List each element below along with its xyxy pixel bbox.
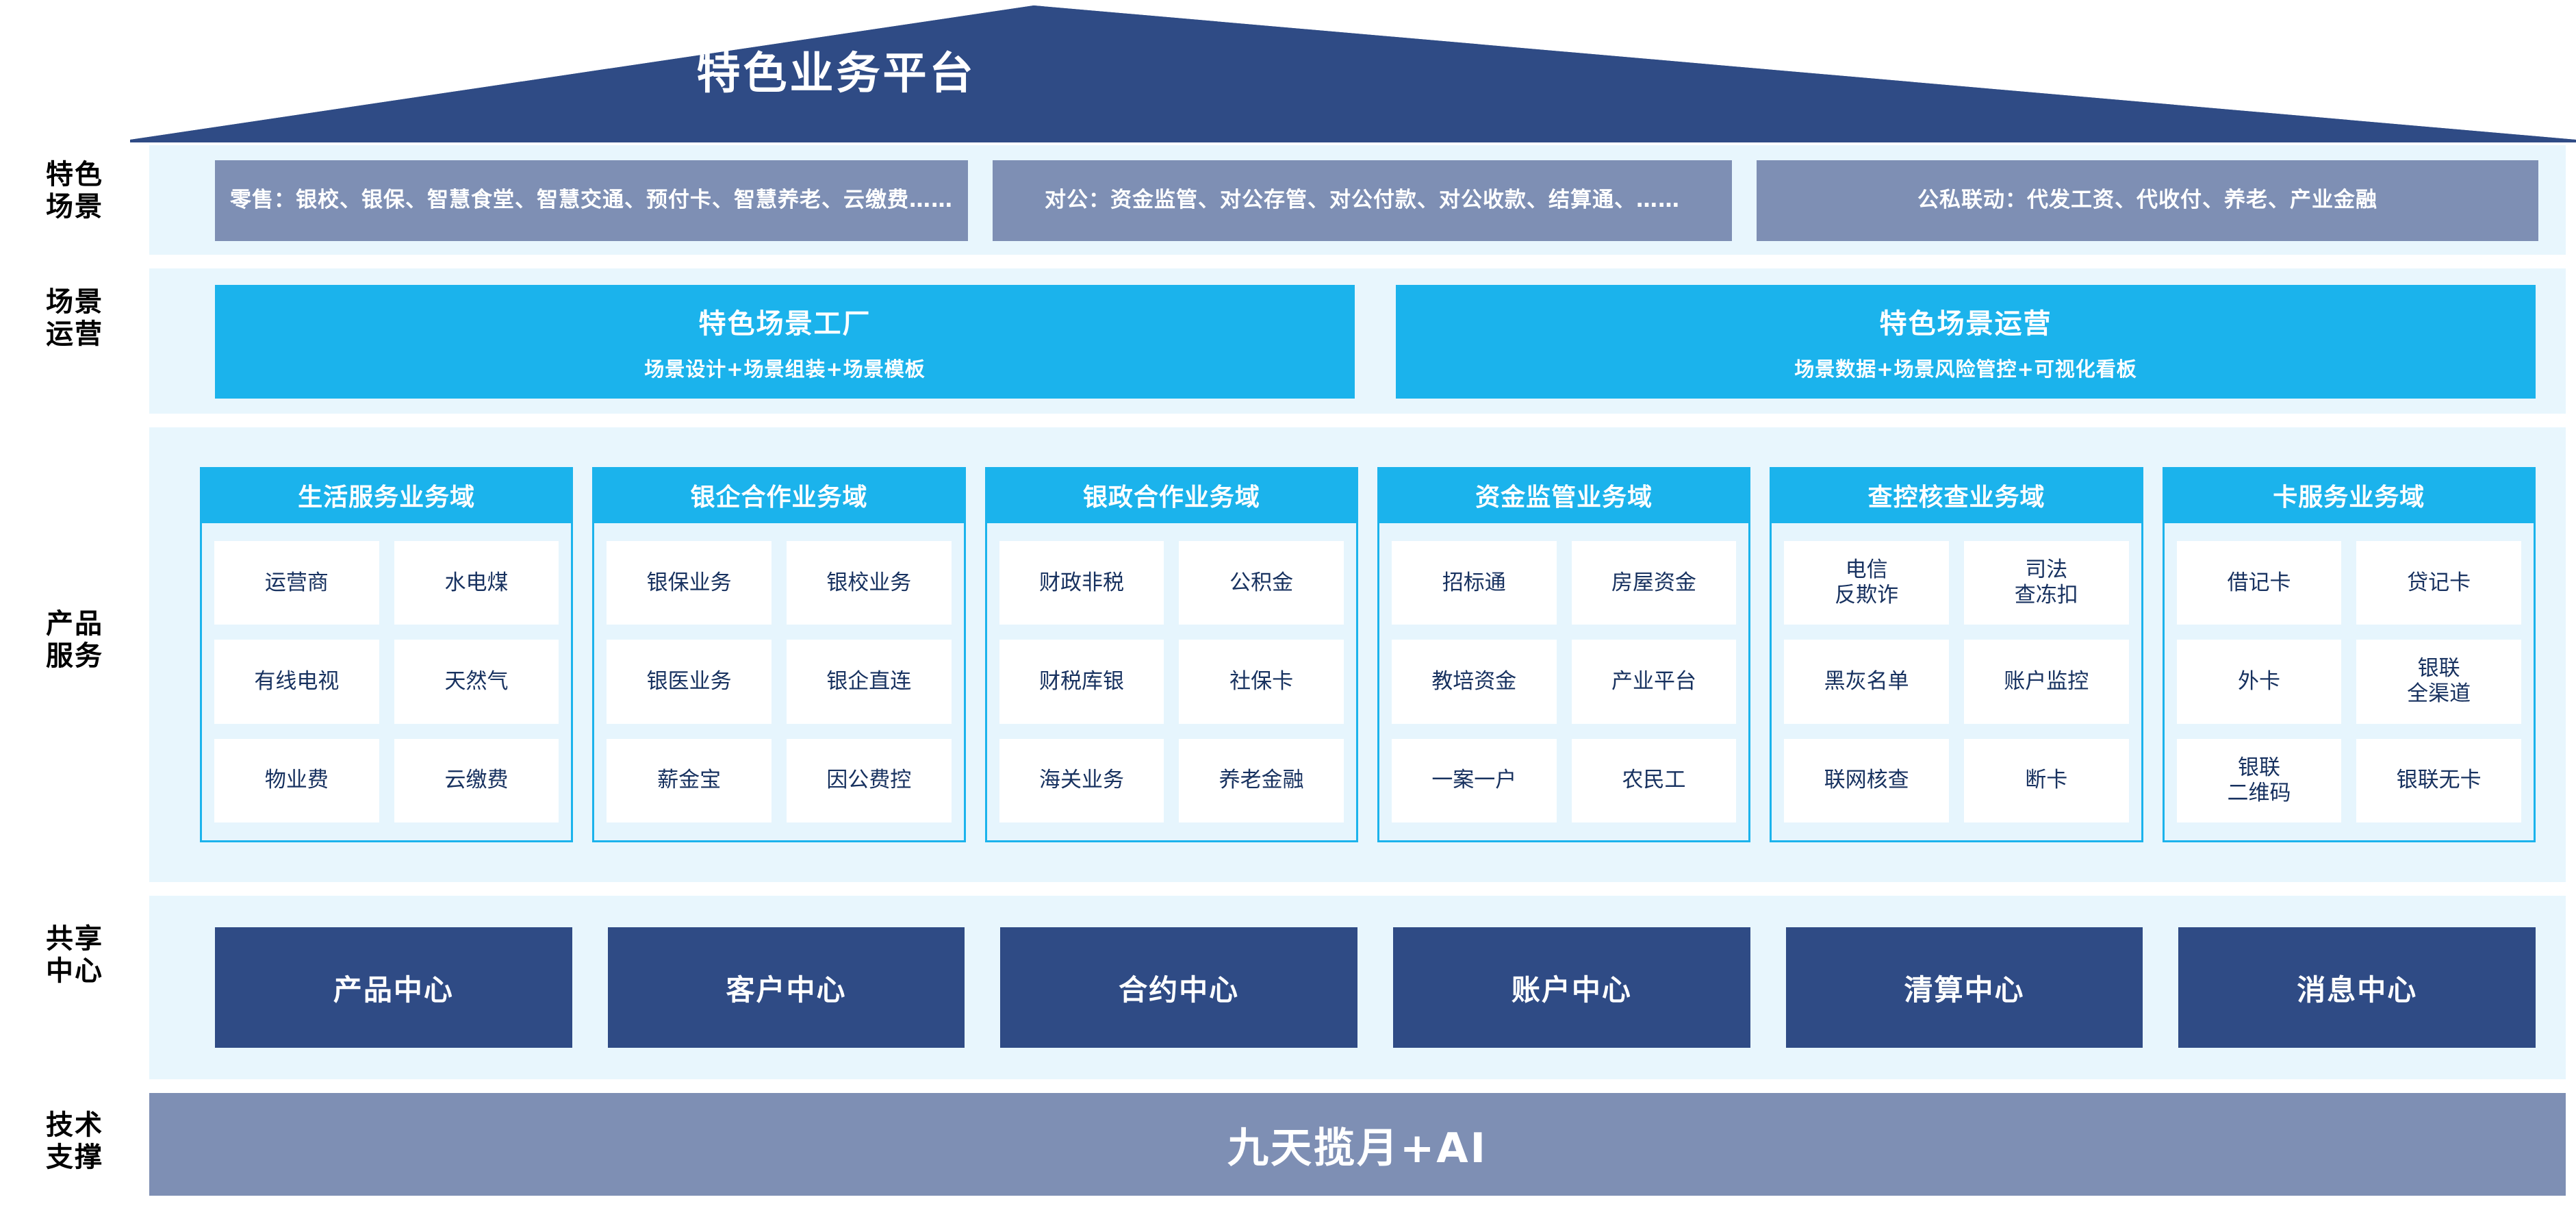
domain-item[interactable]: 贷记卡 — [2356, 541, 2521, 625]
domain-item[interactable]: 外卡 — [2176, 640, 2342, 724]
row-label-tech: 技术 支撑 — [46, 1109, 103, 1174]
domain-item[interactable]: 物业费 — [214, 738, 379, 822]
page-title: 特色业务平台 — [696, 49, 976, 99]
product-band: 生活服务业务域 运营商 水电煤 有线电视 天然气 物业费 云缴费 银企合作业务域… — [149, 427, 2566, 882]
domain-item[interactable]: 运营商 — [214, 541, 379, 625]
shared-center-product[interactable]: 产品中心 — [215, 927, 572, 1048]
domain-item[interactable]: 房屋资金 — [1571, 541, 1737, 625]
operation-box-scene-operation[interactable]: 特色场景运营 场景数据+场景风险管控+可视化看板 — [1396, 285, 2536, 399]
domain-item[interactable]: 养老金融 — [1179, 738, 1344, 822]
scenario-box-retail[interactable]: 零售：银校、银保、智慧食堂、智慧交通、预付卡、智慧养老、云缴费…… — [215, 160, 968, 241]
domain-item[interactable]: 产业平台 — [1571, 640, 1737, 724]
domain-title: 资金监管业务域 — [1377, 467, 1751, 523]
scenario-box-linkage[interactable]: 公私联动：代发工资、代收付、养老、产业金融 — [1757, 160, 2538, 241]
domain-item[interactable]: 天然气 — [394, 640, 559, 724]
domain-item[interactable]: 银医业务 — [607, 640, 771, 724]
product-domain-bank-government[interactable]: 银政合作业务域 财政非税 公积金 财税库银 社保卡 海关业务 养老金融 — [984, 467, 1358, 842]
domain-item[interactable]: 社保卡 — [1179, 640, 1344, 724]
domain-item[interactable]: 水电煤 — [394, 541, 559, 625]
domain-item[interactable]: 银联无卡 — [2356, 738, 2521, 822]
domain-item[interactable]: 银联 全渠道 — [2356, 640, 2521, 724]
domain-item[interactable]: 一案一户 — [1391, 738, 1557, 822]
operation-band: 特色场景工厂 场景设计+场景组装+场景模板 特色场景运营 场景数据+场景风险管控… — [149, 268, 2566, 414]
domain-item-grid: 电信 反欺诈 司法 查冻扣 黑灰名单 账户监控 联网核查 断卡 — [1772, 523, 2141, 840]
operation-title: 特色场景运营 — [1879, 308, 2052, 340]
domain-title: 生活服务业务域 — [200, 467, 574, 523]
product-domain-investigation[interactable]: 查控核查业务域 电信 反欺诈 司法 查冻扣 黑灰名单 账户监控 联网核查 断卡 — [1770, 467, 2143, 842]
shared-center-row: 产品中心 客户中心 合约中心 账户中心 清算中心 消息中心 — [215, 927, 2536, 1048]
product-domain-bank-enterprise[interactable]: 银企合作业务域 银保业务 银校业务 银医业务 银企直连 薪金宝 因公费控 — [592, 467, 966, 842]
domain-item[interactable]: 因公费控 — [786, 738, 952, 822]
domain-item[interactable]: 借记卡 — [2176, 541, 2342, 625]
domain-item[interactable]: 司法 查冻扣 — [1963, 541, 2129, 625]
domain-item[interactable]: 财政非税 — [999, 541, 1164, 625]
domain-item[interactable]: 教培资金 — [1391, 640, 1557, 724]
roof-shape — [130, 5, 2576, 142]
domain-item[interactable]: 联网核查 — [1784, 738, 1949, 822]
domain-item[interactable]: 海关业务 — [999, 738, 1164, 822]
scenario-box-corporate[interactable]: 对公：资金监管、对公存管、对公付款、对公收款、结算通、…… — [993, 160, 1732, 241]
domain-item[interactable]: 薪金宝 — [607, 738, 771, 822]
domain-title: 银企合作业务域 — [592, 467, 966, 523]
domain-item-grid: 招标通 房屋资金 教培资金 产业平台 一案一户 农民工 — [1379, 523, 1748, 840]
shared-center-band: 产品中心 客户中心 合约中心 账户中心 清算中心 消息中心 — [149, 896, 2566, 1079]
domain-item[interactable]: 黑灰名单 — [1784, 640, 1949, 724]
product-domain-fund-supervision[interactable]: 资金监管业务域 招标通 房屋资金 教培资金 产业平台 一案一户 农民工 — [1377, 467, 1751, 842]
row-label-scenario: 特色 场景 — [46, 159, 103, 223]
domain-item[interactable]: 财税库银 — [999, 640, 1164, 724]
scenario-band: 零售：银校、银保、智慧食堂、智慧交通、预付卡、智慧养老、云缴费…… 对公：资金监… — [149, 145, 2566, 255]
domain-item[interactable]: 有线电视 — [214, 640, 379, 724]
domain-item-grid: 财政非税 公积金 财税库银 社保卡 海关业务 养老金融 — [987, 523, 1356, 840]
shared-center-account[interactable]: 账户中心 — [1393, 927, 1750, 1048]
shared-center-customer[interactable]: 客户中心 — [607, 927, 965, 1048]
operation-subtitle: 场景数据+场景风险管控+可视化看板 — [1794, 357, 2137, 381]
tech-support-label: 九天揽月+AI — [1227, 1124, 1488, 1172]
domain-title: 查控核查业务域 — [1770, 467, 2143, 523]
domain-title: 银政合作业务域 — [984, 467, 1358, 523]
domain-item[interactable]: 银联 二维码 — [2176, 738, 2342, 822]
product-domain-life-service[interactable]: 生活服务业务域 运营商 水电煤 有线电视 天然气 物业费 云缴费 — [200, 467, 574, 842]
domain-item-grid: 借记卡 贷记卡 外卡 银联 全渠道 银联 二维码 银联无卡 — [2165, 523, 2534, 840]
domain-item[interactable]: 农民工 — [1571, 738, 1737, 822]
product-domain-row: 生活服务业务域 运营商 水电煤 有线电视 天然气 物业费 云缴费 银企合作业务域… — [200, 467, 2536, 842]
domain-item[interactable]: 招标通 — [1391, 541, 1557, 625]
operation-subtitle: 场景设计+场景组装+场景模板 — [644, 357, 926, 381]
row-label-operation: 场景 运营 — [46, 286, 103, 351]
tech-support-band[interactable]: 九天揽月+AI — [149, 1093, 2566, 1196]
operation-box-scene-factory[interactable]: 特色场景工厂 场景设计+场景组装+场景模板 — [215, 285, 1355, 399]
domain-item[interactable]: 断卡 — [1963, 738, 2129, 822]
domain-item[interactable]: 公积金 — [1179, 541, 1344, 625]
domain-item-grid: 运营商 水电煤 有线电视 天然气 物业费 云缴费 — [202, 523, 571, 840]
operation-row: 特色场景工厂 场景设计+场景组装+场景模板 特色场景运营 场景数据+场景风险管控… — [215, 285, 2536, 399]
shared-center-message[interactable]: 消息中心 — [2178, 927, 2536, 1048]
domain-item[interactable]: 电信 反欺诈 — [1784, 541, 1949, 625]
domain-item[interactable]: 银校业务 — [786, 541, 952, 625]
domain-item[interactable]: 账户监控 — [1963, 640, 2129, 724]
domain-title: 卡服务业务域 — [2162, 467, 2536, 523]
domain-item[interactable]: 银保业务 — [607, 541, 771, 625]
product-domain-card-service[interactable]: 卡服务业务域 借记卡 贷记卡 外卡 银联 全渠道 银联 二维码 银联无卡 — [2162, 467, 2536, 842]
row-label-center: 共享 中心 — [46, 923, 103, 988]
domain-item[interactable]: 银企直连 — [786, 640, 952, 724]
domain-item-grid: 银保业务 银校业务 银医业务 银企直连 薪金宝 因公费控 — [594, 523, 963, 840]
domain-item[interactable]: 云缴费 — [394, 738, 559, 822]
operation-title: 特色场景工厂 — [698, 308, 871, 340]
platform-roof-banner: 特色业务平台 — [130, 5, 2576, 142]
row-label-product: 产品 服务 — [46, 608, 103, 672]
scenario-row: 零售：银校、银保、智慧食堂、智慧交通、预付卡、智慧养老、云缴费…… 对公：资金监… — [215, 160, 2538, 241]
shared-center-settlement[interactable]: 清算中心 — [1785, 927, 2143, 1048]
shared-center-contract[interactable]: 合约中心 — [1000, 927, 1358, 1048]
